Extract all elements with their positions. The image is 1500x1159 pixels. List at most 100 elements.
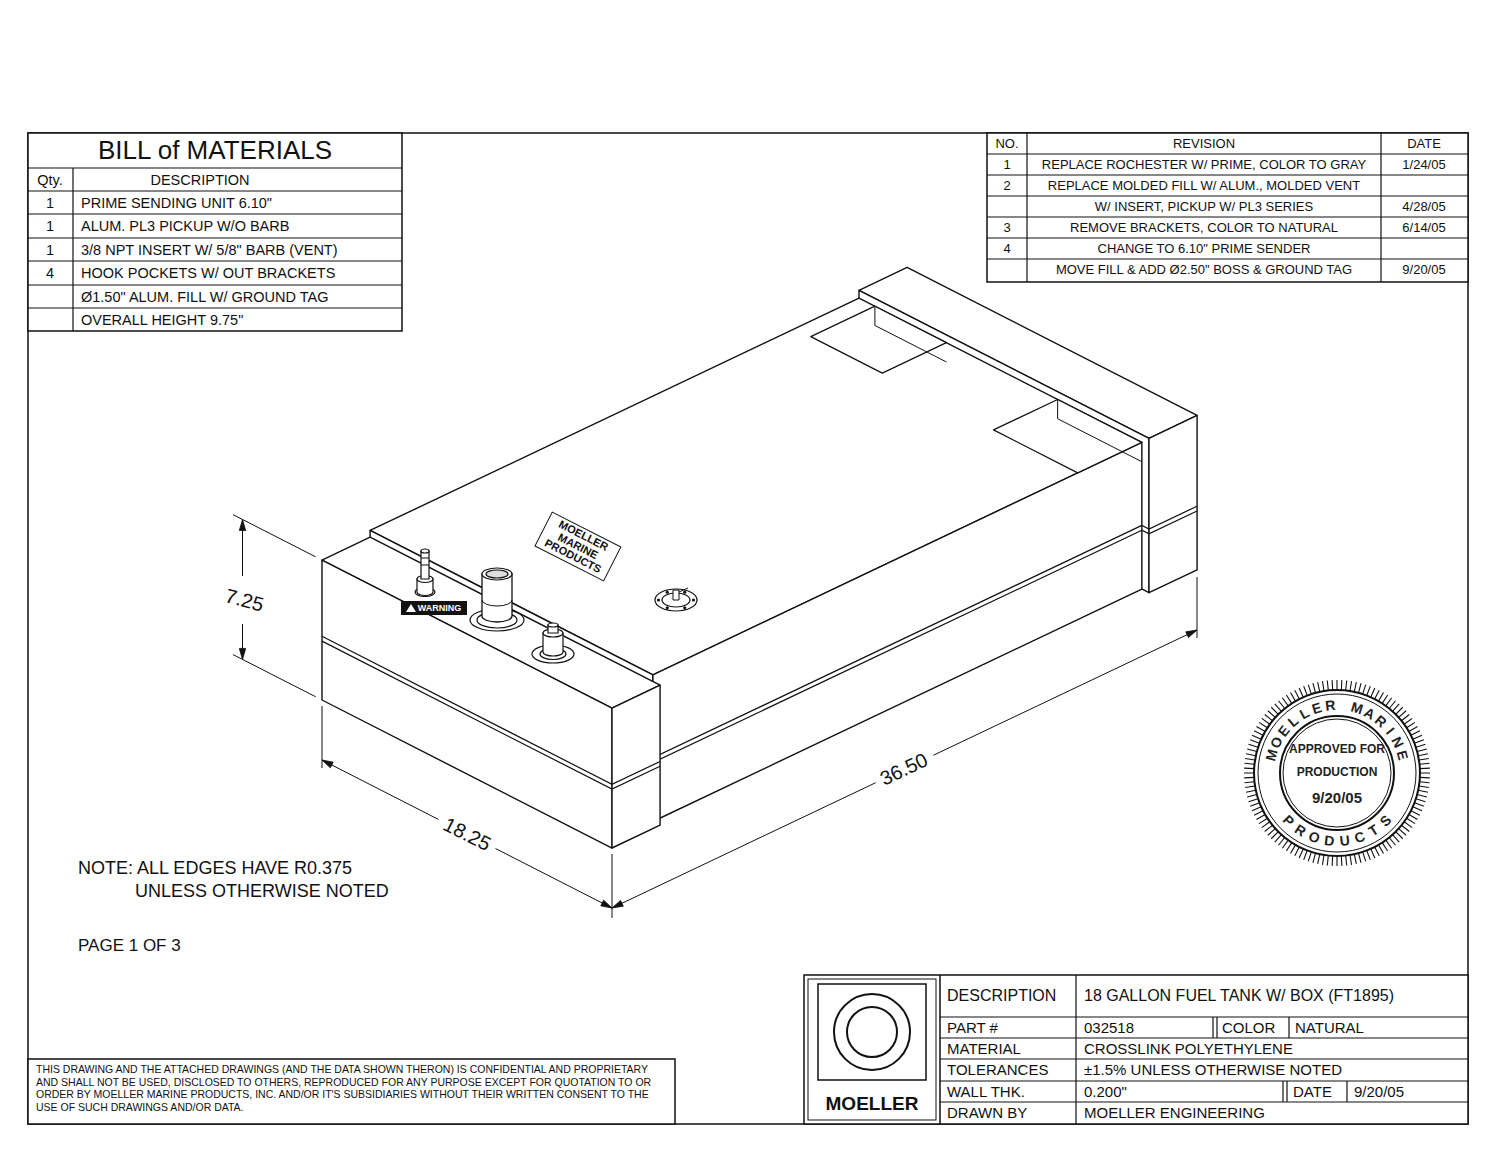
title-block-label: DESCRIPTION (947, 987, 1056, 1005)
extension-line (233, 655, 316, 697)
table-rule (987, 195, 1468, 196)
revision-text: REPLACE ROCHESTER W/ PRIME, COLOR TO GRA… (1042, 158, 1366, 173)
drawing-note: NOTE: ALL EDGES HAVE R0.375 UNLESS OTHER… (78, 857, 418, 904)
fill-neck (482, 574, 512, 622)
fill-neck-top (482, 568, 512, 580)
extension-line (322, 706, 323, 768)
revision-number: 4 (1003, 242, 1010, 257)
table-rule (28, 190, 402, 191)
confidential-notice: THIS DRAWING AND THE ATTACHED DRAWINGS (… (36, 1063, 670, 1113)
table-header: DESCRIPTION (150, 172, 249, 189)
logo-emblem-core (847, 1007, 897, 1057)
description-cell: HOOK POCKETS W/ OUT BRACKETS (81, 265, 335, 282)
stamp-serration (1244, 680, 1430, 866)
revision-text: W/ INSERT, PICKUP W/ PL3 SERIES (1095, 200, 1313, 215)
title-block-label: COLOR (1222, 1019, 1275, 1036)
title-block-label: PART # (947, 1019, 998, 1036)
pickup-cap-top (548, 623, 558, 627)
stamp-ring (1280, 716, 1394, 830)
logo-text: MOELLER (826, 1093, 919, 1115)
revision-table (987, 133, 1468, 282)
dimension-label: 7.25 (219, 583, 268, 617)
title-block-label: TOLERANCES (947, 1061, 1048, 1078)
warning-tag: WARNING (401, 601, 468, 615)
parting-line (322, 641, 660, 789)
table-rule (28, 213, 402, 214)
stamp-text: 9/20/05 (1312, 789, 1362, 806)
revision-date: 9/20/05 (1402, 263, 1445, 278)
title-block-label: MATERIAL (947, 1040, 1021, 1057)
table-rule (28, 260, 402, 261)
table-rule (28, 167, 402, 168)
revision-text: CHANGE TO 6.10" PRIME SENDER (1098, 242, 1311, 257)
table-rule (72, 168, 73, 331)
dimension-line (496, 849, 612, 908)
stamp-ring (1254, 690, 1420, 856)
far-box-side-face (1149, 415, 1197, 592)
description-cell: 3/8 NPT INSERT W/ 5/8" BARB (VENT) (81, 242, 338, 259)
logo-emblem-ring (834, 994, 910, 1070)
table-header: NO. (995, 137, 1018, 152)
title-block-value: 18 GALLON FUEL TANK W/ BOX (FT1895) (1084, 987, 1394, 1005)
table-rule (1282, 1081, 1283, 1102)
tank-body-side-face (653, 442, 1142, 821)
description-cell: OVERALL HEIGHT 9.75" (81, 312, 243, 329)
parting-line (322, 636, 660, 784)
logo-emblem-frame (818, 984, 926, 1080)
sender-wire (679, 588, 688, 592)
description-cell: Ø1.50" ALUM. FILL W/ GROUND TAG (81, 289, 328, 306)
sender-plate (655, 589, 697, 611)
stamp-ring (1283, 719, 1391, 827)
dimension-arrowhead (322, 760, 333, 768)
table-rule (28, 237, 402, 238)
table-title: BILL of MATERIALS (98, 136, 332, 166)
title-block-value: MOELLER ENGINEERING (1084, 1104, 1265, 1121)
vent-barb (421, 551, 429, 579)
fill-box-side-face (612, 685, 660, 848)
fill-neck-collar (482, 600, 512, 606)
title-block-value: ±1.5% UNLESS OTHERWISE NOTED (1084, 1061, 1342, 1078)
table-rule (940, 1037, 1468, 1038)
quantity-cell: 1 (46, 242, 54, 259)
revision-text: MOVE FILL & ADD Ø2.50" BOSS & GROUND TAG (1056, 263, 1352, 278)
fill-neck-bore (486, 570, 508, 578)
extension-line (1197, 577, 1198, 638)
dimension-arrowhead (1186, 630, 1197, 638)
sender-screw (666, 606, 669, 609)
dimension-label: 18.25 (437, 811, 497, 857)
vent-barb-ridge (421, 558, 429, 559)
description-cell: ALUM. PL3 PICKUP W/O BARB (81, 218, 289, 235)
stamp-letter: R (1323, 696, 1337, 715)
table-rule (28, 307, 402, 308)
table-rule (940, 1058, 1468, 1059)
hook-pocket-wall (875, 306, 947, 362)
stamp-text: APPROVED FOR (1289, 743, 1385, 757)
title-block-value: 0.200" (1084, 1083, 1127, 1100)
title-block-label: DRAWN BY (947, 1104, 1027, 1121)
sender-screw (692, 598, 695, 601)
revision-number: 2 (1003, 179, 1010, 194)
quantity-cell: 1 (46, 195, 54, 212)
dimension-line (612, 783, 876, 908)
revision-text: REMOVE BRACKETS, COLOR TO NATURAL (1070, 221, 1338, 236)
extension-line (233, 515, 316, 557)
page-number: PAGE 1 OF 3 (78, 936, 181, 956)
vent-barb-ridge (421, 565, 429, 566)
title-block-label: DATE (1293, 1083, 1332, 1100)
confidential-box (28, 1059, 675, 1124)
sender-screw (683, 606, 686, 609)
title-block-value: CROSSLINK POLYETHYLENE (1084, 1040, 1293, 1057)
hook-pocket (994, 399, 1142, 472)
dimension-line (322, 760, 438, 819)
table-rule (1216, 1017, 1217, 1038)
table-header: Qty. (37, 172, 63, 189)
sender-screw (683, 591, 686, 594)
dimension-label: 36.50 (874, 747, 935, 792)
stamp-letter: D (1322, 831, 1336, 850)
bom-table (28, 133, 402, 331)
sheet-border (28, 133, 1468, 1124)
dimension-line (933, 630, 1197, 755)
sender-screw (657, 598, 660, 601)
revision-text: REPLACE MOLDED FILL W/ ALUM., MOLDED VEN… (1048, 179, 1360, 194)
